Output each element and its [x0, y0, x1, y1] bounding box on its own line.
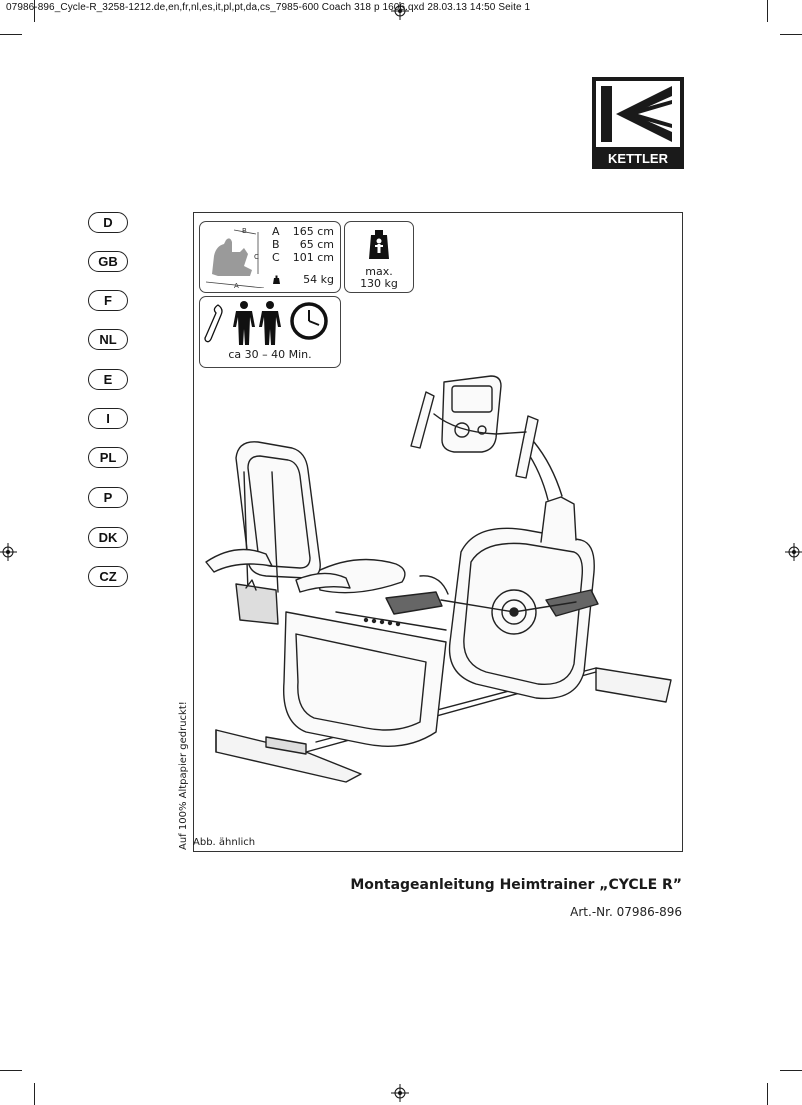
article-number: Art.-Nr. 07986-896	[570, 905, 682, 919]
crop-mark	[780, 1070, 802, 1071]
language-badge-pl: PL	[88, 447, 128, 468]
illustration-frame	[193, 212, 683, 852]
crop-mark	[0, 1070, 22, 1071]
dimension-label-a: A	[234, 282, 239, 288]
language-badge-gb: GB	[88, 251, 128, 272]
dimension-value-a: 165 cm	[292, 225, 334, 238]
crop-mark	[767, 1083, 768, 1105]
person-icon	[259, 301, 281, 345]
registration-mark-bottom	[391, 1084, 409, 1102]
print-header: 07986-896_Cycle-R_3258-1212.de,en,fr,nl,…	[6, 2, 531, 13]
crop-mark	[34, 0, 35, 22]
language-badge-nl: NL	[88, 329, 128, 350]
assembly-time-box: ca 30 – 40 Min.	[199, 296, 341, 368]
language-badge-cz: CZ	[88, 566, 128, 587]
svg-text:KETTLER: KETTLER	[608, 151, 669, 166]
exercise-bike-illustration	[205, 375, 672, 783]
dimension-value-c: 101 cm	[292, 251, 334, 264]
language-badge-dk: DK	[88, 527, 128, 548]
dimension-label-b: B	[242, 227, 247, 235]
product-weight: 54 kg	[303, 273, 334, 286]
max-load-label: max.	[365, 265, 393, 278]
dimension-key-a: A	[272, 225, 280, 238]
language-badge-pt: P	[88, 487, 128, 508]
dimension-key-c: C	[272, 251, 280, 264]
dimension-value-b: 65 cm	[299, 238, 334, 251]
language-badge-es: E	[88, 369, 128, 390]
language-badge-de: D	[88, 212, 128, 233]
language-badge-fr: F	[88, 290, 128, 311]
crop-mark	[780, 34, 802, 35]
document-title: Montageanleitung Heimtrainer „CYCLE R”	[350, 877, 682, 893]
assembly-time: ca 30 – 40 Min.	[228, 348, 312, 361]
dimensions-box: B C A A 165 cm B 65 cm C 101 cm 54 kg	[199, 221, 341, 293]
max-load-box: max. 130 kg	[344, 221, 414, 293]
clock-icon	[290, 302, 328, 340]
dimension-key-b: B	[272, 238, 280, 251]
language-badge-it: I	[88, 408, 128, 429]
weight-icon	[273, 275, 280, 284]
max-load-value: 130 kg	[360, 277, 398, 290]
kettler-logo: KETTLER	[592, 77, 684, 169]
registration-mark-right	[785, 543, 802, 561]
bike-silhouette-icon: B C A	[205, 227, 265, 288]
dimension-label-c: C	[254, 253, 259, 261]
crop-mark	[767, 0, 768, 22]
registration-mark-left	[0, 543, 17, 561]
crop-mark	[0, 34, 22, 35]
weight-person-icon	[369, 230, 389, 259]
recycled-paper-note: Auf 100% Altpapier gedruckt!	[178, 701, 189, 850]
registration-mark-top	[391, 2, 409, 20]
similar-illustration-note: Abb. ähnlich	[193, 837, 256, 848]
wrench-icon	[204, 304, 223, 343]
person-icon	[233, 301, 255, 345]
crop-mark	[34, 1083, 35, 1105]
